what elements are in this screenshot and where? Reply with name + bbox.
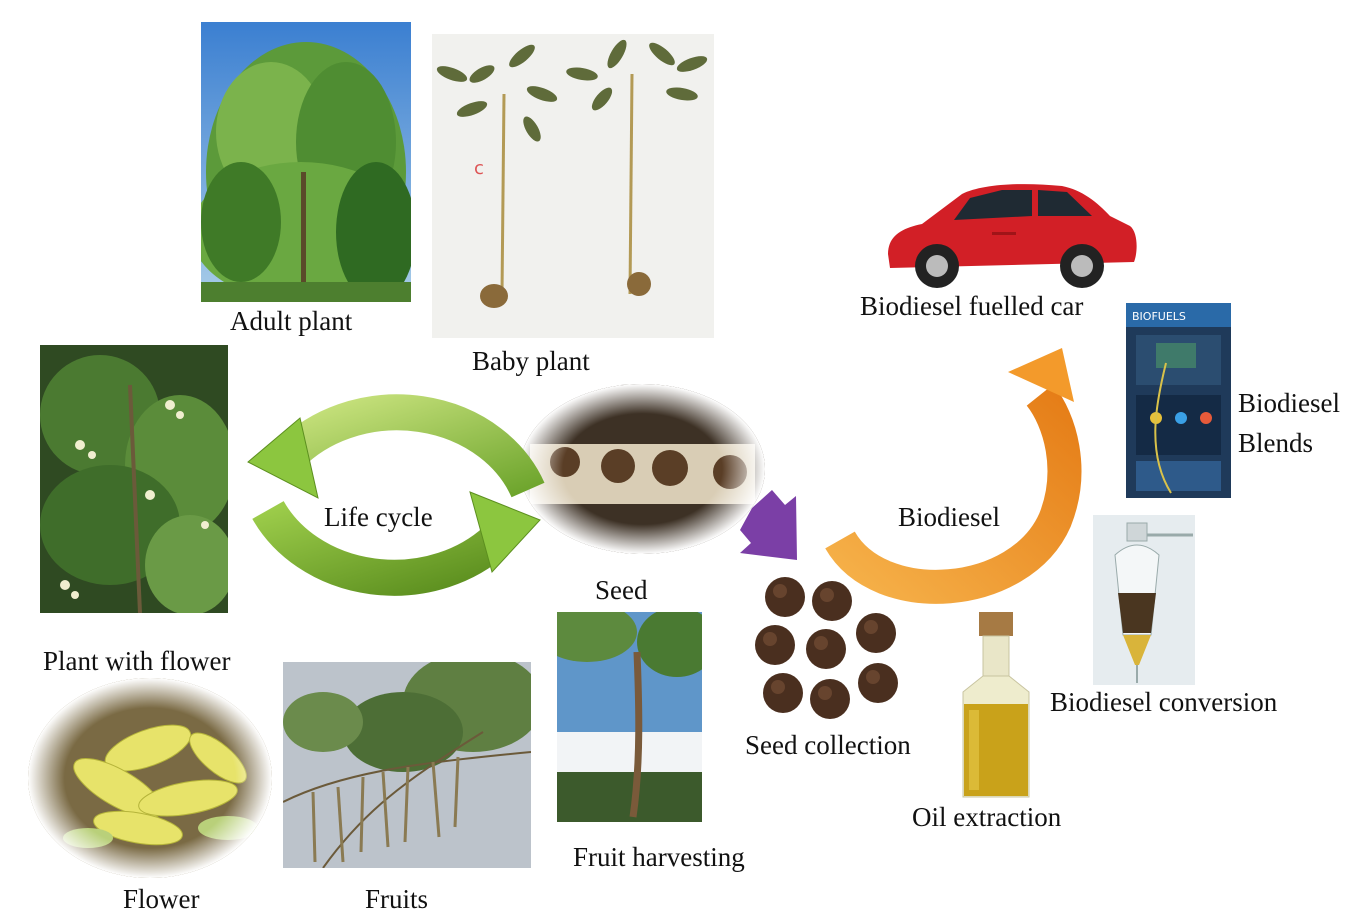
- label-biodiesel-arrow: Biodiesel: [898, 502, 1000, 532]
- oil-bottle-photo: [955, 612, 1037, 802]
- purple-arrow: [740, 490, 797, 560]
- flower-photo: [28, 678, 272, 878]
- adult-plant-photo: [201, 22, 411, 302]
- seed-collection-photo: [750, 575, 905, 725]
- fruit-harvesting-photo: [557, 612, 702, 822]
- label-seed: Seed: [595, 575, 648, 605]
- label-biodiesel-blends-line2: Blends: [1238, 428, 1314, 458]
- plant-with-flower-photo: [40, 345, 228, 613]
- pump-sign: BIOFUELS: [1132, 310, 1186, 323]
- car-photo: [882, 176, 1140, 294]
- label-life-cycle: Life cycle: [324, 502, 433, 532]
- life-cycle-bottom-arrow: [252, 491, 541, 596]
- baby-plant-photo: c: [432, 34, 714, 338]
- biodiesel-orange-arrow: [825, 348, 1082, 604]
- label-biodiesel-blends-line1: Biodiesel: [1238, 388, 1340, 418]
- label-baby-plant: Baby plant: [472, 346, 590, 376]
- label-biodiesel-conversion: Biodiesel conversion: [1050, 687, 1278, 717]
- label-biodiesel-car: Biodiesel fuelled car: [860, 291, 1084, 321]
- label-flower: Flower: [123, 884, 200, 914]
- seed-photo: [520, 384, 765, 554]
- svg-text:c: c: [474, 158, 484, 179]
- label-adult-plant: Adult plant: [230, 306, 353, 336]
- fruits-photo: [283, 662, 531, 868]
- biodiesel-conversion-photo: [1093, 515, 1195, 685]
- label-oil-extraction: Oil extraction: [912, 802, 1062, 832]
- label-seed-collection: Seed collection: [745, 730, 911, 760]
- label-plant-with-flower: Plant with flower: [43, 646, 231, 676]
- life-cycle-top-arrow: [247, 394, 545, 499]
- label-fruits: Fruits: [365, 884, 429, 914]
- fuel-pump-photo: BIOFUELS: [1126, 303, 1231, 498]
- label-fruit-harvesting: Fruit harvesting: [573, 842, 745, 872]
